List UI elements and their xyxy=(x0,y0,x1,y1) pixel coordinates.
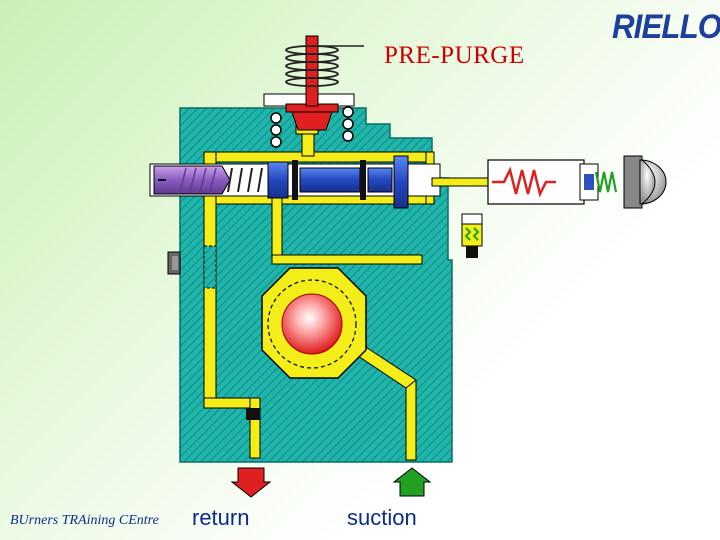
gear-housing xyxy=(261,267,367,379)
nozzle-valve xyxy=(461,213,483,258)
return-arrow xyxy=(230,467,272,498)
slide-title: PRE-PURGE xyxy=(384,42,525,69)
spool-assembly xyxy=(149,155,441,209)
return-check-valve xyxy=(246,408,260,420)
gear-rotor xyxy=(281,293,343,355)
left-port xyxy=(167,245,217,289)
suction-label: suction xyxy=(347,505,417,530)
riello-logo: RIELLO xyxy=(612,8,720,46)
suction-arrow xyxy=(392,467,432,497)
footer-credit: BUrners TRAining CEntre xyxy=(10,513,159,528)
return-label: return xyxy=(192,505,250,530)
top-valve xyxy=(263,35,364,148)
solenoid-valve xyxy=(431,155,667,209)
